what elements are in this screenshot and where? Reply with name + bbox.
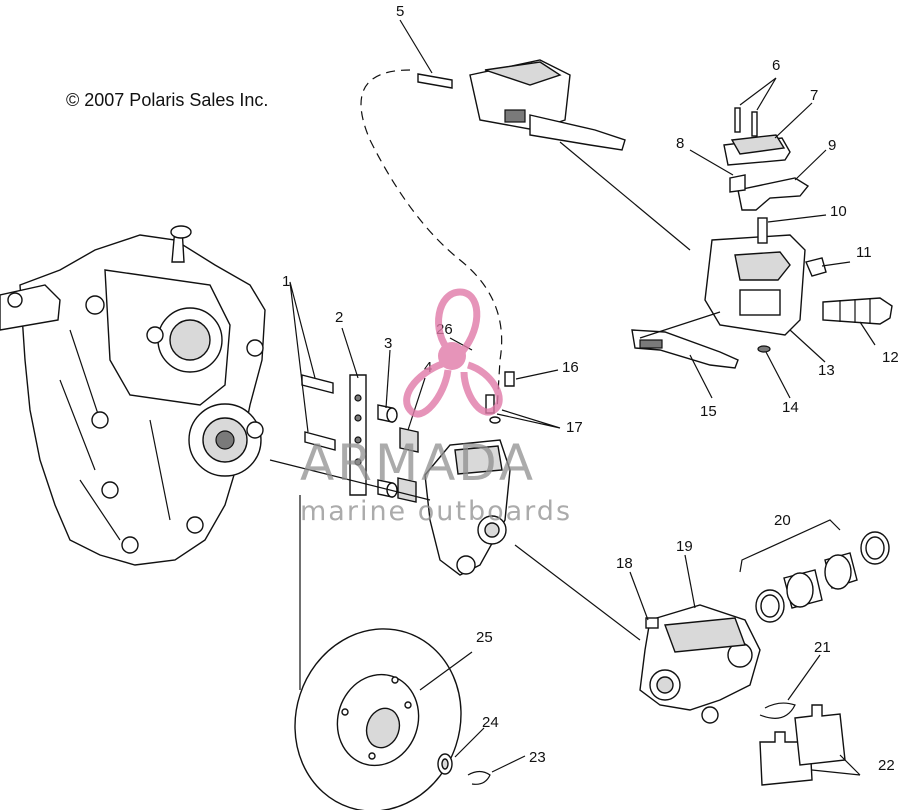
- callout-24: 24: [482, 714, 499, 731]
- callout-numbers: 1 2 3 4 5 6 7 8 9 10 11 12 13 14 15 16 1…: [282, 3, 899, 774]
- brake-pads: [759, 702, 846, 786]
- callout-20: 20: [774, 512, 791, 529]
- callout-8: 8: [676, 135, 684, 152]
- callout-12: 12: [882, 349, 899, 366]
- callout-10: 10: [830, 203, 847, 220]
- brake-line-path: [360, 69, 503, 411]
- brake-lever-assembly: [631, 107, 893, 369]
- callout-5: 5: [396, 3, 404, 20]
- watermark-tagline: marine outboards: [300, 496, 572, 527]
- callout-7: 7: [810, 87, 818, 104]
- callout-19: 19: [676, 538, 693, 555]
- logo-hub: [438, 342, 466, 370]
- callout-21: 21: [814, 639, 831, 656]
- logo-petal-left: [403, 358, 452, 418]
- rear-caliper: [639, 604, 761, 724]
- callout-17: 17: [566, 419, 583, 436]
- master-cylinder-assembly: [417, 59, 626, 151]
- callout-11: 11: [856, 244, 872, 261]
- callout-15: 15: [700, 403, 717, 420]
- callout-14: 14: [782, 399, 799, 416]
- logo-petal-top: [435, 288, 481, 355]
- callout-13: 13: [818, 362, 835, 379]
- piston-seal-set: [755, 531, 890, 623]
- callout-23: 23: [529, 749, 546, 766]
- callout-22: 22: [878, 757, 895, 774]
- callout-3: 3: [384, 335, 392, 352]
- callout-6: 6: [772, 57, 780, 74]
- callout-2: 2: [335, 309, 343, 326]
- copyright-notice: © 2007 Polaris Sales Inc.: [66, 90, 269, 110]
- brake-rotor: [294, 628, 491, 810]
- callout-25: 25: [476, 629, 493, 646]
- watermark-brand: ARMADA: [300, 434, 536, 492]
- transmission-housing: [0, 225, 266, 566]
- front-caliper: [424, 371, 515, 576]
- callout-16: 16: [562, 359, 579, 376]
- callout-1: 1: [282, 273, 290, 290]
- watermark-logo: [403, 288, 503, 418]
- watermark: ARMADA marine outboards: [300, 288, 572, 527]
- callout-9: 9: [828, 137, 836, 154]
- logo-petal-right: [460, 361, 503, 416]
- callout-18: 18: [616, 555, 633, 572]
